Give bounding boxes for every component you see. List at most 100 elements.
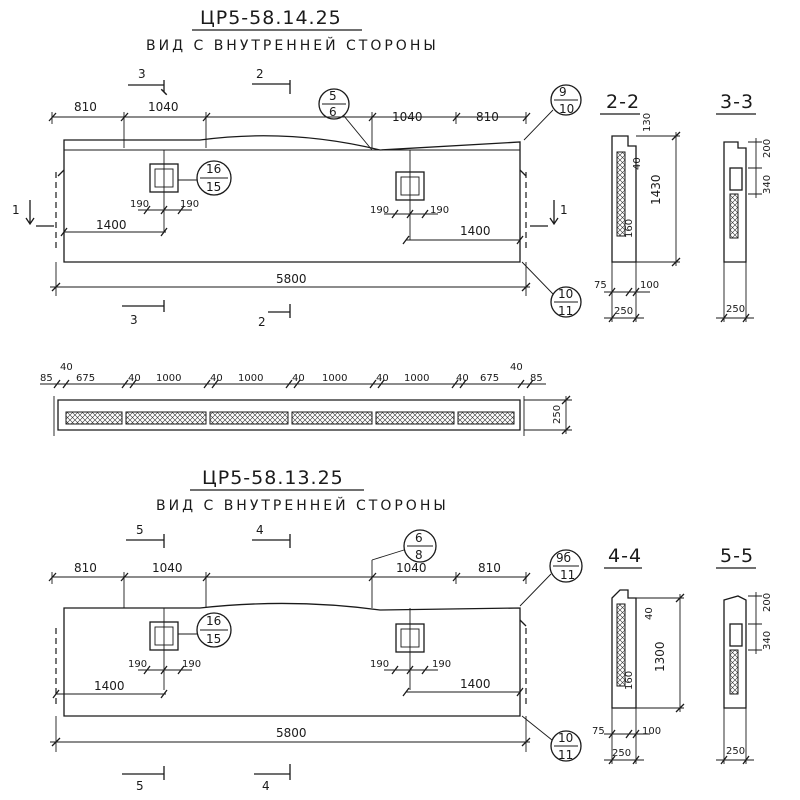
plan-dim-9: 1000 [322,373,347,384]
callout-9-10: 9 10 [523,84,582,141]
plan-dim-15: 85 [530,373,543,384]
svg-text:10: 10 [558,287,573,301]
plan-dim-11: 1000 [404,373,429,384]
plan-strip: 85 40 675 40 1000 40 1000 40 1000 40 100… [40,362,572,436]
svg-text:15: 15 [206,180,221,194]
svg-text:190: 190 [370,659,389,670]
callout-10-11-bottom: 10 11 [521,715,582,762]
plan-dim-3: 675 [76,373,95,384]
svg-text:250: 250 [726,746,745,757]
callout-9b-11: 9б 11 [519,549,583,607]
cut-mark-1-left: 1 [12,203,20,217]
svg-text:190: 190 [182,659,201,670]
plan-dim-13: 675 [480,373,499,384]
panel-bottom-subtitle: ВИД С ВНУТРЕННЕЙ СТОРОНЫ [156,496,449,514]
panel-bottom: ЦР5-58.13.25 ВИД С ВНУТРЕННЕЙ СТОРОНЫ 5 … [48,467,583,793]
svg-text:200: 200 [762,593,773,612]
window-right-bottom [395,608,425,690]
plan-dim-8: 40 [292,373,305,384]
dim-bottom-810-right: 810 [478,561,501,575]
plan-dim-6: 40 [210,373,223,384]
plan-dim-10: 40 [376,373,389,384]
callout-5-6: 5 6 [318,88,373,151]
svg-text:11: 11 [560,568,575,582]
dim-top-810-left: 810 [74,100,97,114]
svg-text:15: 15 [206,632,221,646]
plan-dim-2: 40 [60,362,73,373]
svg-text:5: 5 [136,779,144,793]
svg-text:75: 75 [592,726,605,737]
svg-text:2: 2 [258,315,266,329]
svg-text:250: 250 [614,306,633,317]
svg-text:5: 5 [329,89,337,103]
cut-mark-2-top: 2 [256,67,264,81]
svg-text:190: 190 [370,205,389,216]
dim-top-1400-left: 1400 [96,218,127,232]
cut-mark-3-top: 3 [138,67,146,81]
panel-bottom-outline [63,602,521,717]
cut-mark-1-right: 1 [560,203,568,217]
svg-text:160: 160 [624,219,635,238]
window-left-bottom [149,608,179,690]
panel-bottom-title: ЦР5-58.13.25 [202,467,344,489]
panel-top-title: ЦР5-58.14.25 [200,7,342,29]
callout-16-15-top: 16 15 [178,160,232,196]
plan-dim-4: 40 [128,373,141,384]
dim-bottom-810-left: 810 [74,561,97,575]
svg-text:160: 160 [624,671,635,690]
section-5-5-label: 5-5 [720,545,754,567]
svg-text:190: 190 [180,199,199,210]
svg-text:1430: 1430 [649,174,663,205]
plan-dim-5: 1000 [156,373,181,384]
svg-text:9б: 9б [556,551,571,565]
cut-mark-4-top: 4 [256,523,264,537]
svg-text:190: 190 [130,199,149,210]
svg-text:4: 4 [262,779,270,793]
plan-dim-1: 85 [40,373,53,384]
dim-bottom-1040-left: 1040 [152,561,183,575]
section-3-3: 3-3 200 340 250 [716,91,773,323]
svg-text:16: 16 [206,162,221,176]
svg-text:100: 100 [642,726,661,737]
svg-text:340: 340 [762,631,773,650]
svg-text:250: 250 [726,304,745,315]
dim-top-1040-left: 1040 [148,100,179,114]
svg-text:190: 190 [432,659,451,670]
dim-top-1400-right: 1400 [460,224,491,238]
section-5-5: 5-5 200 340 250 [716,545,773,765]
dim-top-5800: 5800 [276,272,307,286]
section-3-3-label: 3-3 [720,91,754,113]
svg-text:3: 3 [130,313,138,327]
callout-10-11-top: 10 11 [521,261,582,318]
panel-top: ЦР5-58.14.25 ВИД С ВНУТРЕННЕЙ СТОРОНЫ 3 … [12,7,582,329]
plan-outline [57,399,521,431]
svg-text:10: 10 [558,731,573,745]
dim-top-1040-right: 1040 [392,110,423,124]
plan-dim-7: 1000 [238,373,263,384]
svg-text:11: 11 [558,304,573,318]
section-2-2: 2-2 1430 130 40 160 75 100 250 [594,91,681,323]
plan-dim-12: 40 [456,373,469,384]
svg-text:11: 11 [558,748,573,762]
section-4-4: 4-4 1300 40 160 75 100 250 [592,545,685,765]
svg-text:250: 250 [612,748,631,759]
svg-text:10: 10 [559,102,574,116]
svg-text:190: 190 [430,205,449,216]
dim-bottom-1040-right: 1040 [396,561,427,575]
svg-text:40: 40 [632,157,643,170]
window-left-top [149,150,179,232]
svg-text:75: 75 [594,280,607,291]
plan-thickness: 250 [552,405,563,424]
svg-text:40: 40 [644,607,655,620]
svg-text:1300: 1300 [653,641,667,672]
svg-text:190: 190 [128,659,147,670]
section-2-2-label: 2-2 [606,91,640,113]
svg-text:100: 100 [640,280,659,291]
window-right-top [395,150,425,240]
callout-6-8: 6 8 [371,529,437,563]
dim-bottom-5800: 5800 [276,726,307,740]
dim-bottom-1400-right: 1400 [460,677,491,691]
svg-text:200: 200 [762,139,773,158]
panel-top-outline [63,135,521,263]
